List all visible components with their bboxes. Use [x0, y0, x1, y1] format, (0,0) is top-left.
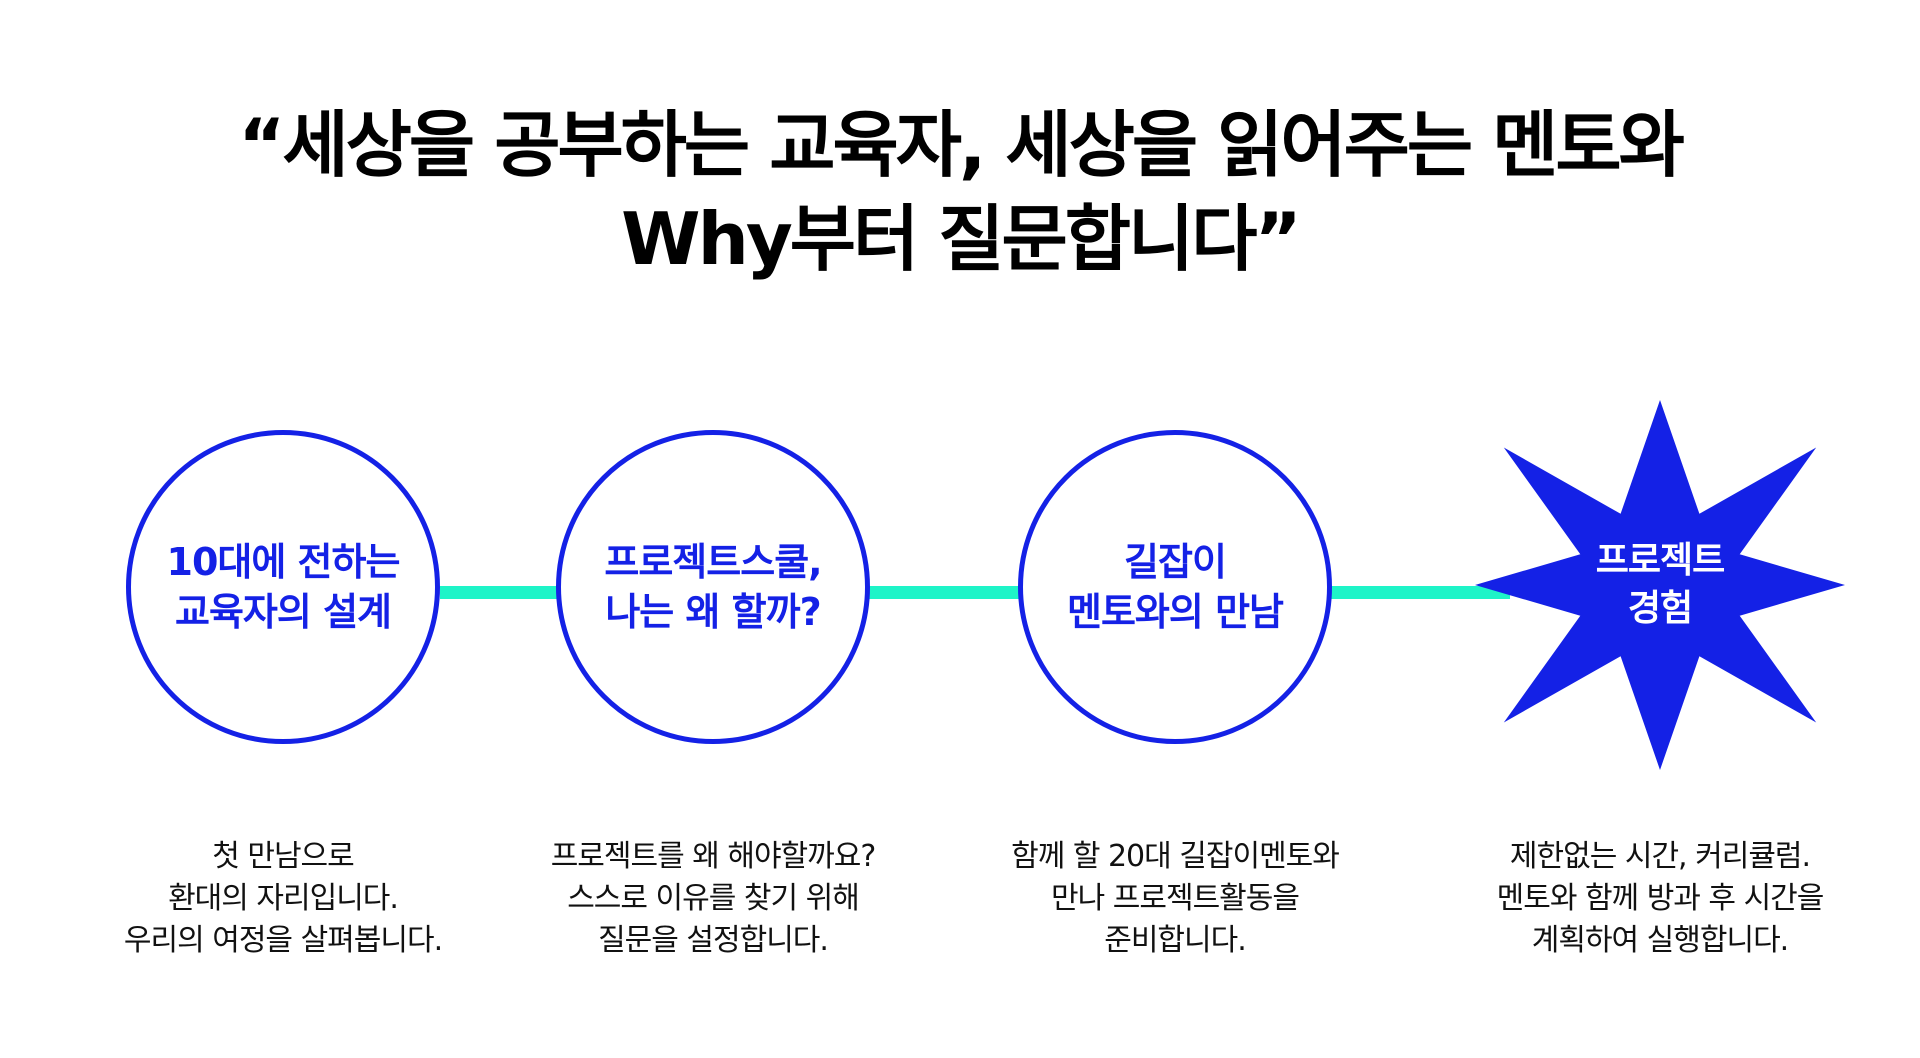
step-2-description: 프로젝트를 왜 해야할까요? 스스로 이유를 찾기 위해 질문을 설정합니다.	[483, 836, 943, 962]
step-4-description: 제한없는 시간, 커리큘럼. 멘토와 함께 방과 후 시간을 계획하여 실행합니…	[1430, 836, 1890, 962]
step-3-desc-line-1: 함께 할 20대 길잡이멘토와	[1011, 839, 1340, 874]
step-1-desc-line-1: 첫 만남으로	[212, 839, 355, 874]
step-4-label: 프로젝트 경험	[1475, 400, 1845, 770]
step-4-star: 프로젝트 경험	[1475, 400, 1845, 770]
step-2-desc-line-2: 스스로 이유를 찾기 위해	[567, 881, 860, 916]
step-3-desc-line-2: 만나 프로젝트활동을	[1051, 881, 1300, 916]
step-4-desc-line-3: 계획하여 실행합니다.	[1531, 923, 1789, 958]
step-3-label-line-2: 멘토와의 만남	[1067, 590, 1284, 634]
starburst-icon	[1475, 400, 1845, 770]
step-4-desc-line-1: 제한없는 시간, 커리큘럼.	[1509, 839, 1811, 874]
step-1-label-line-1: 10대에 전하는	[166, 540, 401, 584]
step-3-description: 함께 할 20대 길잡이멘토와 만나 프로젝트활동을 준비합니다.	[945, 836, 1405, 962]
step-3-desc-line-3: 준비합니다.	[1104, 923, 1247, 958]
step-2-label-line-1: 프로젝트스쿨,	[604, 540, 822, 584]
step-1-description: 첫 만남으로 환대의 자리입니다. 우리의 여정을 살펴봅니다.	[53, 836, 513, 962]
step-4-label-line-2: 경험	[1627, 588, 1693, 629]
step-2-desc-line-1: 프로젝트를 왜 해야할까요?	[550, 839, 877, 874]
step-2-label-line-2: 나는 왜 할까?	[605, 590, 821, 634]
headline-quote: “세상을 공부하는 교육자, 세상을 읽어주는 멘토와 Why부터 질문합니다”	[0, 98, 1920, 286]
step-4-desc-line-2: 멘토와 함께 방과 후 시간을	[1496, 881, 1825, 916]
headline-line-2: Why부터 질문합니다”	[621, 197, 1302, 281]
step-1-desc-line-2: 환대의 자리입니다.	[168, 881, 399, 916]
step-3-circle: 길잡이 멘토와의 만남	[1018, 430, 1332, 744]
headline-line-1: “세상을 공부하는 교육자, 세상을 읽어주는 멘토와	[238, 103, 1685, 187]
step-1-circle: 10대에 전하는 교육자의 설계	[126, 430, 440, 744]
step-3-label-line-1: 길잡이	[1124, 540, 1227, 584]
step-1-desc-line-3: 우리의 여정을 살펴봅니다.	[123, 923, 443, 958]
step-4-label-line-1: 프로젝트	[1595, 540, 1725, 581]
step-2-circle: 프로젝트스쿨, 나는 왜 할까?	[556, 430, 870, 744]
step-2-desc-line-3: 질문을 설정합니다.	[598, 923, 829, 958]
step-1-label-line-2: 교육자의 설계	[175, 590, 392, 634]
